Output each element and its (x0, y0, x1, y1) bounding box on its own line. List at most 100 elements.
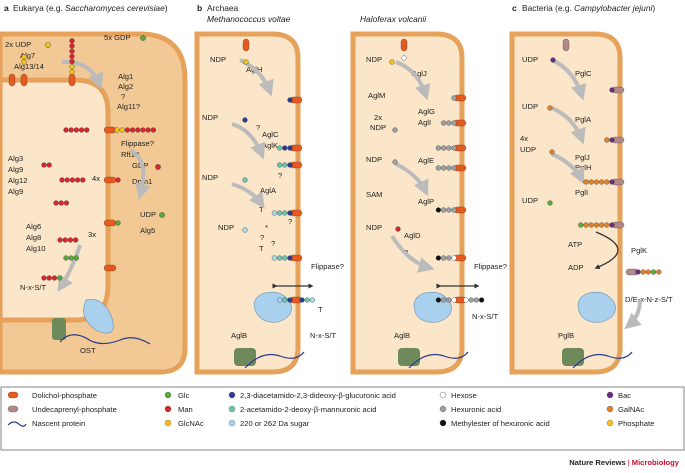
sugar-residue (578, 222, 584, 228)
sugar-residue (389, 59, 395, 65)
enzyme-agli: AglI (418, 118, 431, 127)
sugar-residue (277, 145, 283, 151)
sugar-residue (69, 59, 75, 65)
enzyme-pglc: PglC (575, 69, 592, 78)
label-udp: UDP (140, 210, 156, 219)
sugar-residue (451, 255, 457, 261)
legend-dolichol: Dolichol-phosphate (7, 391, 97, 400)
sugar-residue (69, 177, 75, 183)
legend-hexuronic-label: Hexuronic acid (451, 405, 501, 414)
legend-acetamido: 2-acetamido-2-deoxy-β-mannuronic acid (228, 405, 376, 414)
sugar-residue (435, 255, 441, 261)
sugar-residue (441, 120, 447, 126)
star-mark: * (265, 223, 268, 232)
organism-mvoltae: Methanococcus voltae (207, 14, 291, 24)
enzyme-aglg: AglG (418, 107, 435, 116)
sugar-residue (130, 127, 136, 133)
threonine-mark: T (259, 205, 264, 214)
sugar-residue (68, 255, 74, 261)
dolichol-carrier (242, 38, 250, 52)
man-icon (164, 405, 172, 413)
nascent-protein-line (244, 351, 305, 369)
panel-b: b Archaea Methanococcus voltae Haloferax… (194, 3, 507, 375)
sugar-residue (57, 275, 63, 281)
sugar-residue (75, 177, 81, 183)
label-atp: ATP (568, 240, 582, 249)
dolichol-carrier (400, 38, 408, 52)
label-ndp: NDP (202, 113, 218, 122)
sugar-residue (53, 200, 59, 206)
journal-section: Microbiology (631, 458, 679, 467)
protein-icon (7, 421, 27, 427)
legend-galnac-label: GalNAc (618, 405, 644, 414)
sugar-residue (451, 165, 457, 171)
dolichol-icon (7, 391, 19, 399)
sugar-residue (599, 222, 605, 228)
flow-arrow (390, 234, 435, 273)
sugar-residue (609, 87, 615, 93)
sugar-residue (446, 255, 452, 261)
legend-diacetamido: 2,3-diacetamido-2,3-dideoxy-β-glucuronic… (228, 391, 396, 400)
journal-name: Nature Reviews (569, 458, 626, 467)
sugar-residue (468, 297, 474, 303)
sugar-residue (242, 227, 248, 233)
sugar-residue (69, 53, 75, 59)
diacetamido-icon (228, 391, 236, 399)
enzyme-alg2: Alg2 (118, 82, 133, 91)
sugar-residue (271, 210, 277, 216)
flow-arrow (624, 299, 642, 330)
legend-phosphate-label: Phosphate (618, 419, 654, 428)
enzyme-agla: AglA (260, 186, 277, 195)
ost-label: OST (80, 346, 96, 355)
label-4x: 4x (520, 134, 528, 143)
sugar-residue (73, 237, 79, 243)
legend-glc: Glc (164, 391, 190, 400)
panel-letter-c: c (512, 3, 517, 13)
sugar-residue (271, 255, 277, 261)
pglb-enzyme (577, 291, 616, 323)
glc-icon (140, 35, 146, 41)
sugar-residue (115, 177, 121, 183)
sugar-residue (69, 43, 75, 49)
sugar-residue (67, 237, 73, 243)
unknown-step: ? (121, 92, 125, 101)
legend-undecaprenyl: Undecaprenyl-phosphate (7, 405, 117, 414)
enzyme-agld: AglD (404, 231, 421, 240)
sugar-residue (604, 137, 610, 143)
flow-arrow (551, 58, 587, 101)
label-udp: UDP (522, 196, 538, 205)
enzyme-aglk: AglK (262, 141, 278, 150)
sugar-residue (473, 297, 479, 303)
hexose-icon (439, 391, 447, 399)
enzyme-alg12: Alg12 (8, 176, 27, 185)
sugar-residue (277, 297, 283, 303)
sugar-residue (287, 210, 293, 216)
enzyme-alg10: Alg10 (26, 244, 45, 253)
legend-methylester-label: Methylester of hexuronic acid (451, 419, 550, 428)
sugar-residue (309, 297, 315, 303)
dolichol-carrier (103, 219, 117, 227)
legend-glcnac-label: GlcNAc (178, 419, 204, 428)
legend-box (0, 386, 685, 451)
enzyme-aglm: AglM (368, 91, 385, 100)
sugar-residue (64, 177, 70, 183)
panel-a-title: Eukarya (e.g. Saccharomyces cerevisiae) (13, 3, 168, 13)
sugar-residue (145, 127, 151, 133)
pglk-flip-arrow (594, 231, 619, 270)
label-ndp: NDP (366, 55, 382, 64)
legend-bac-label: Bac (618, 391, 631, 400)
ost-complex (83, 299, 114, 334)
sugar-residue (73, 255, 79, 261)
sugar-residue (59, 177, 65, 183)
sugar-residue (446, 207, 452, 213)
label-5x-gdp: 5x GDP (104, 33, 131, 42)
label-ndp: NDP (218, 223, 234, 232)
sugar-residue (46, 275, 52, 281)
sugar-residue (287, 297, 293, 303)
flow-arrow (61, 59, 104, 90)
enzyme-alg5: Alg5 (140, 226, 155, 235)
sugar-residue (446, 145, 452, 151)
flow-arrow (231, 122, 266, 160)
legend-undecaprenyl-label: Undecaprenyl-phosphate (32, 405, 117, 414)
sugar-residue (435, 145, 441, 151)
